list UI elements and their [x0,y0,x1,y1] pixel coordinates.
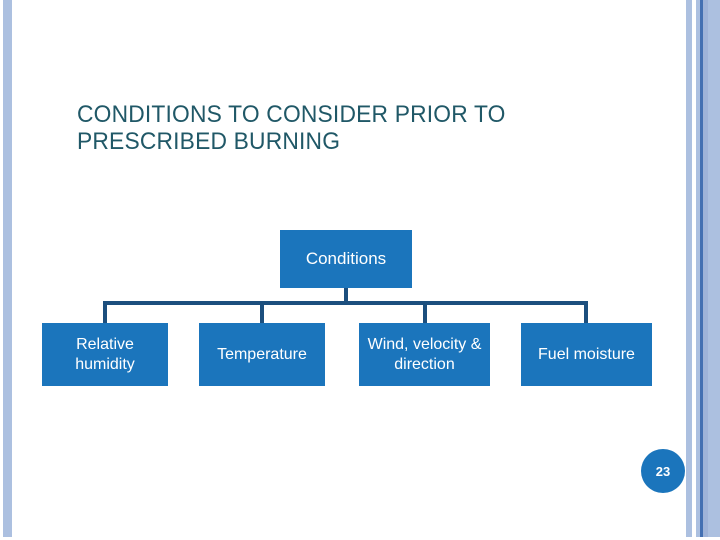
connector-stub-relative-humidity [103,305,107,323]
connector-horizontal-bar [103,301,588,305]
diagram-box-temperature-label: Temperature [217,345,307,363]
right-accent-stripe-medium [703,0,708,537]
left-accent-stripe [3,0,12,537]
connector-stub-temperature [260,305,264,323]
page-number: 23 [655,463,671,479]
diagram-box-fuel-moisture: Fuel moisture [521,323,652,386]
diagram-box-relative-humidity: Relative humidity [42,323,168,386]
page-number-badge: 23 [641,449,685,493]
connector-stub-fuel-moisture [584,305,588,323]
connector-root-stub [344,288,348,301]
diagram-box-wind-velocity-direction: Wind, velocity & direction [359,323,490,386]
diagram-box-wind-velocity-direction-label: Wind, velocity & direction [367,335,482,373]
diagram-box-relative-humidity-label: Relative humidity [75,335,135,373]
right-accent-stripe-line [700,0,703,537]
right-accent-stripe-outer [686,0,692,537]
diagram-box-fuel-moisture-label: Fuel moisture [538,345,635,363]
diagram-box-temperature: Temperature [199,323,325,386]
slide-title: CONDITIONS TO CONSIDER PRIOR TO PRESCRIB… [77,101,506,155]
connector-stub-wind [423,305,427,323]
diagram-box-conditions-label: Conditions [305,249,387,268]
diagram-box-conditions: Conditions [280,230,412,288]
